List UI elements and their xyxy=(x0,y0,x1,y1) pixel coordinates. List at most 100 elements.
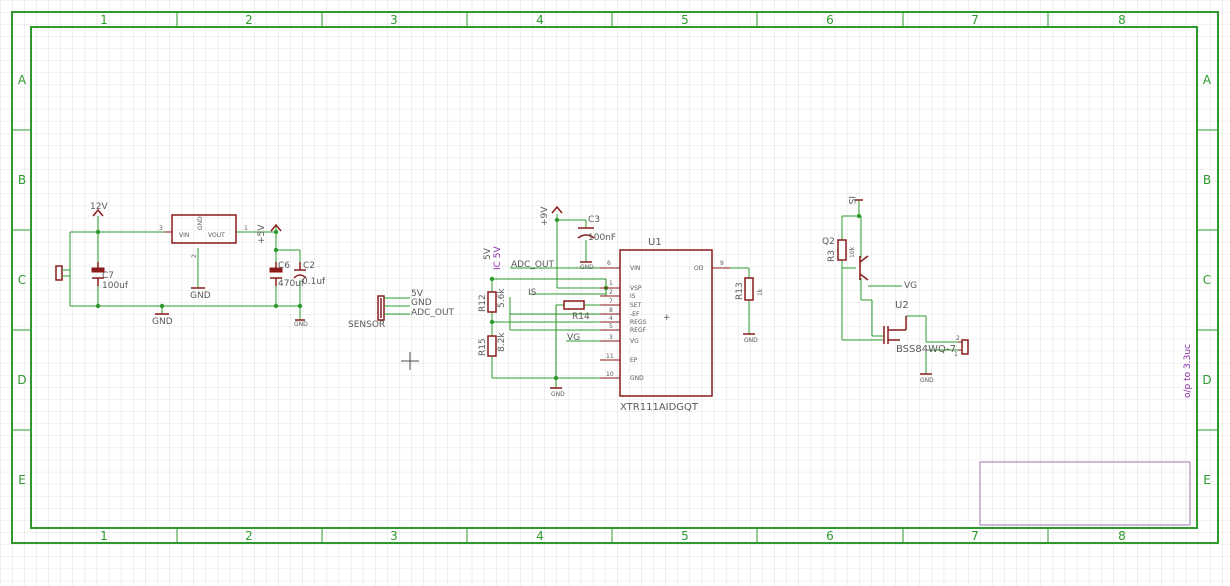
svg-text:6: 6 xyxy=(607,260,611,267)
supply-plus5v-symbol[interactable]: +5V xyxy=(257,224,282,244)
sensor-name: SENSOR xyxy=(348,320,385,330)
u1-pin-regs: 4 REGS xyxy=(600,315,647,326)
ground-symbol-r13[interactable]: GND xyxy=(743,333,758,344)
row-label-d: D xyxy=(17,373,26,387)
r12-name: R12 xyxy=(478,294,488,312)
c2-value: 0.1uf xyxy=(302,277,326,287)
col-label-3-bottom: 3 xyxy=(390,529,398,543)
col-label-6: 6 xyxy=(826,13,834,27)
regulator-gnd-label: GND xyxy=(190,291,211,301)
u1-pin-set: 7 SET xyxy=(600,298,642,309)
r15-name: R15 xyxy=(478,338,488,356)
svg-text:10: 10 xyxy=(606,371,614,378)
plus9v-label: +9V xyxy=(540,206,550,226)
resistor-r15[interactable]: R15 8.2k xyxy=(478,332,507,357)
capacitor-c2[interactable]: C2 0.1uf xyxy=(293,261,326,287)
c6-value: 470uf xyxy=(278,279,305,289)
u1-pin-is: 2 IS xyxy=(600,289,636,300)
junction-dot xyxy=(297,303,303,309)
svg-text:REGF: REGF xyxy=(630,327,647,334)
output-connector[interactable]: 1 2 xyxy=(954,335,969,358)
input-connector[interactable] xyxy=(55,265,70,281)
capacitor-c6[interactable]: C6 470uf xyxy=(269,261,305,289)
r13-name: R13 xyxy=(735,282,745,300)
c3-value: 100nF xyxy=(588,233,616,243)
u2-name: U2 xyxy=(895,300,909,311)
junction-dot xyxy=(95,303,101,309)
col-label-2-bottom: 2 xyxy=(245,529,253,543)
u1-pin-ep: 11 EP xyxy=(600,353,638,364)
sensor-pin-adc: ADC_OUT xyxy=(411,308,455,318)
connector-pin-2: 2 xyxy=(956,335,960,342)
col-label-6-bottom: 6 xyxy=(826,529,834,543)
junction-dot xyxy=(273,229,279,235)
svg-text:3: 3 xyxy=(609,334,613,341)
ground-symbol-main[interactable]: GND xyxy=(152,313,173,327)
svg-text:VIN: VIN xyxy=(630,265,640,272)
svg-text:SET: SET xyxy=(630,302,642,309)
supply-12v-label: 12V xyxy=(90,202,108,212)
plus5v-label: +5V xyxy=(257,224,267,244)
capacitor-c3[interactable]: C3 100nF GND xyxy=(577,215,616,271)
power-supply-section: 12V C7 100uf 3 1 2 VIN GND VOUT GND xyxy=(55,202,326,328)
voltage-regulator[interactable]: 3 1 2 VIN GND VOUT GND xyxy=(159,214,248,301)
row-label-e-right: E xyxy=(1203,473,1211,487)
u1-pin-od: 9 OD xyxy=(694,260,730,272)
ground-symbol-right[interactable]: GND xyxy=(294,319,308,328)
column-labels-top: 1 2 3 4 5 6 7 8 xyxy=(100,13,1126,27)
supply-plus9v-symbol[interactable]: +9V xyxy=(540,206,563,226)
row-labels-right: A B C D E xyxy=(1202,73,1212,487)
u1-pin-gnd: 10 GND xyxy=(600,371,644,382)
resistor-r14[interactable]: R14 xyxy=(563,300,590,322)
mosfet-u2[interactable]: U2 BSS84WQ-7 xyxy=(883,300,956,355)
col-label-5: 5 xyxy=(681,13,689,27)
supply-12v-symbol[interactable]: 12V xyxy=(90,202,108,217)
resistor-r12[interactable]: R12 5.6k xyxy=(478,288,507,313)
ic-u1[interactable]: U1 XTR111AIDGQT + 6 VIN 1 VSP 2 IS 7 S xyxy=(600,237,730,413)
net-is-top[interactable]: IS xyxy=(846,196,863,205)
col-label-4-bottom: 4 xyxy=(536,529,544,543)
svg-text:9: 9 xyxy=(720,260,724,267)
junction-dot xyxy=(95,229,101,235)
junction-dot xyxy=(489,319,495,325)
title-block[interactable] xyxy=(979,461,1191,526)
reg-pin-vout: VOUT xyxy=(208,232,225,239)
ground-symbol-fet[interactable]: GND xyxy=(920,373,934,384)
junction-dot xyxy=(159,303,165,309)
svg-text:OD: OD xyxy=(694,265,704,272)
col-label-3: 3 xyxy=(390,13,398,27)
resistor-r13[interactable]: R13 1k xyxy=(735,277,764,301)
svg-text:REGS: REGS xyxy=(630,319,647,326)
sensor-connector[interactable]: 5V GND ADC_OUT SENSOR xyxy=(348,289,455,330)
ground-symbol-xtr[interactable]: GND xyxy=(550,387,565,398)
svg-text:VG: VG xyxy=(630,338,639,345)
fet-top-net-label: IS xyxy=(846,196,856,205)
reg-pin-gnd: GND xyxy=(197,216,204,230)
net-ic5v: IC 5V xyxy=(493,245,503,270)
u1-pin-regf: 5 REGF xyxy=(600,323,647,334)
reg-pin-num-gnd: 2 xyxy=(191,254,198,258)
col-label-5-bottom: 5 xyxy=(681,529,689,543)
c6-name: C6 xyxy=(278,261,290,271)
row-label-c: C xyxy=(18,273,26,287)
u1-pin-vin: 6 VIN xyxy=(600,260,640,272)
cursor-crosshair xyxy=(401,352,419,370)
transistor-q2[interactable]: Q2 xyxy=(822,237,869,281)
col-label-4: 4 xyxy=(536,13,544,27)
capacitor-c7[interactable]: C7 100uf xyxy=(91,262,129,291)
resistor-r3[interactable]: R3 10k xyxy=(827,239,856,262)
net-5v: 5V xyxy=(483,247,493,260)
junction-dot xyxy=(273,303,279,309)
sensor-pin-gnd: GND xyxy=(411,298,432,308)
row-labels-left: A B C D E xyxy=(17,73,27,487)
c2-name: C2 xyxy=(303,261,315,271)
u1-pin-ef: 8 -EF xyxy=(600,307,640,318)
col-label-2: 2 xyxy=(245,13,253,27)
junction-dot xyxy=(553,375,559,381)
u1-name: U1 xyxy=(648,237,662,248)
junction-dot xyxy=(273,247,279,253)
r3-name: R3 xyxy=(827,250,837,262)
reg-pin-num-in: 3 xyxy=(159,225,163,232)
